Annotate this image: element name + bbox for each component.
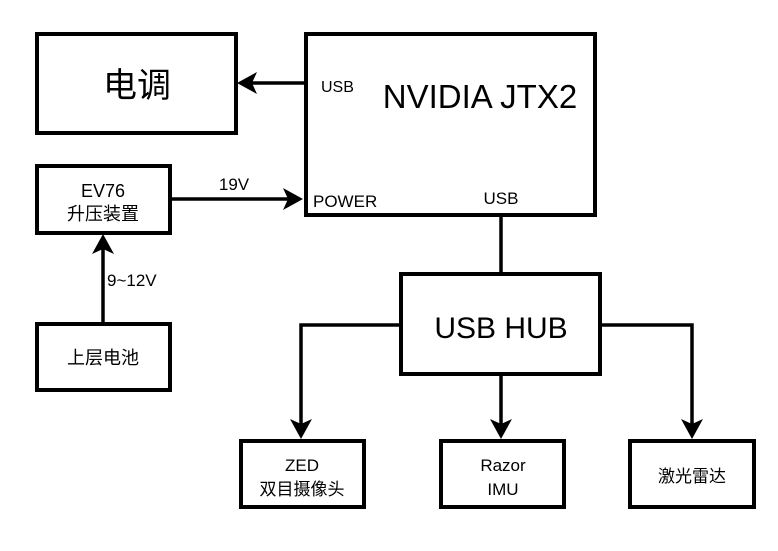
node-label: USB HUB: [434, 312, 567, 345]
node-label: 上层电池: [67, 348, 139, 368]
arrowhead-right-icon: [283, 188, 303, 210]
node-box: [439, 439, 566, 509]
node-label-line2: IMU: [487, 480, 518, 499]
edge-boost-to-jtx2: [170, 188, 303, 210]
node-box: [35, 322, 172, 392]
node-box: [35, 32, 238, 135]
node-label: NVIDIA JTX2: [383, 78, 577, 115]
node-label-line1: EV76: [81, 181, 125, 201]
port-label-power: POWER: [313, 192, 377, 211]
arrowhead-left-icon: [237, 72, 257, 94]
node-label: 电调: [103, 67, 171, 105]
node-label: 激光雷达: [658, 467, 726, 486]
edge-line: [600, 323, 694, 426]
node-boost: EV76 升压装置: [35, 164, 172, 235]
node-label-line1: Razor: [480, 456, 526, 475]
node-zed: ZED 双目摄像头: [239, 439, 366, 509]
node-box: [35, 164, 172, 235]
arrowhead-down-icon: [490, 419, 512, 439]
node-box: [399, 272, 602, 376]
node-esc: 电调: [35, 32, 238, 135]
edge-label-19v: 19V: [219, 175, 250, 194]
node-jtx2: NVIDIA JTX2 USB POWER USB: [304, 32, 597, 217]
node-box: [239, 439, 366, 509]
edge-hub-to-imu: [490, 375, 512, 439]
port-label-usb-bottom: USB: [484, 189, 519, 208]
arrowhead-down-icon: [290, 419, 312, 439]
node-lidar: 激光雷达: [628, 439, 756, 509]
edge-label-9-12v: 9~12V: [107, 271, 157, 290]
arrowhead-down-icon: [681, 419, 703, 439]
node-label-line2: 升压装置: [67, 204, 139, 224]
node-imu: Razor IMU: [439, 439, 566, 509]
node-label-line1: ZED: [285, 456, 319, 475]
node-box: [628, 439, 756, 509]
node-battery: 上层电池: [35, 322, 172, 392]
node-hub: USB HUB: [399, 272, 602, 376]
edge-battery-to-boost: [92, 234, 114, 323]
edge-line: [299, 323, 400, 426]
port-label-usb-left: USB: [321, 79, 354, 96]
node-label-line2: 双目摄像头: [260, 480, 345, 499]
node-box: [304, 32, 597, 217]
arrowhead-up-icon: [92, 234, 114, 254]
edge-hub-to-zed: [290, 323, 400, 439]
edge-jtx2-to-esc: [237, 72, 306, 94]
edge-hub-to-lidar: [600, 323, 703, 439]
